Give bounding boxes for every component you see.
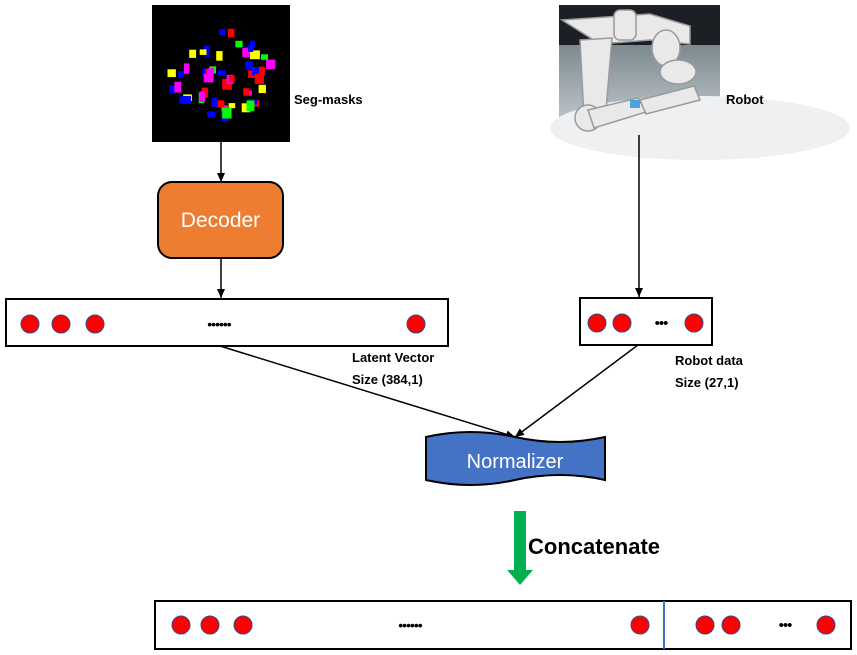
mask-blob — [254, 73, 264, 84]
concatenated-vector-box: •••••• ••• — [154, 600, 852, 650]
mask-blob — [228, 103, 236, 109]
concat-dot — [171, 615, 191, 635]
concat-dot — [233, 615, 253, 635]
mask-blob — [259, 66, 265, 76]
concat-ellipsis-latent: •••••• — [398, 617, 423, 633]
robot-image — [550, 5, 850, 160]
seg-masks-label: Seg-masks — [294, 92, 363, 107]
robot-data-box: ••• — [579, 297, 713, 346]
mask-blob — [169, 85, 176, 94]
decoder-block: Decoder — [157, 181, 284, 259]
robot-to-normalizer-arrow — [514, 344, 639, 438]
mask-blob — [243, 88, 250, 96]
mask-blob — [182, 96, 191, 104]
robot-data-label: Robot data — [675, 353, 744, 368]
mask-blob — [199, 49, 207, 55]
robot-dot — [587, 313, 607, 333]
mask-blob — [207, 68, 215, 75]
mask-blob — [183, 63, 190, 74]
latent-dot — [85, 314, 105, 334]
mask-blob — [178, 71, 184, 78]
robot-dot — [684, 313, 704, 333]
mask-blob — [174, 81, 182, 93]
seg-masks-image — [152, 5, 290, 142]
latent-dot — [406, 314, 426, 334]
robot-label: Robot — [726, 92, 764, 107]
concat-dot — [695, 615, 715, 635]
concat-dot — [200, 615, 220, 635]
robot-size-label: Size (27,1) — [675, 375, 739, 390]
concat-ellipsis-robot: ••• — [779, 617, 793, 634]
mask-blob — [245, 61, 253, 70]
mask-blob — [207, 111, 216, 118]
mask-blob — [260, 54, 268, 60]
mask-blob — [258, 84, 266, 94]
mask-blob — [216, 100, 225, 108]
mask-blob — [235, 40, 243, 48]
mask-blob — [241, 103, 251, 113]
mask-blob — [250, 50, 260, 60]
decoder-label: Decoder — [181, 209, 260, 232]
mask-blob — [189, 49, 197, 58]
latent-vector-box: •••••• — [5, 298, 449, 347]
robot-dot — [612, 313, 632, 333]
mask-blob — [222, 78, 232, 90]
latent-dot — [20, 314, 40, 334]
mask-blob — [203, 74, 214, 83]
mask-blob — [247, 46, 254, 52]
concatenate-arrow — [507, 511, 533, 585]
mask-blob — [179, 96, 186, 104]
latent-vector-label: Latent Vector — [352, 350, 434, 365]
mask-blob — [242, 48, 250, 58]
mask-blob — [249, 40, 255, 48]
mask-blob — [266, 59, 276, 70]
latent-dot — [51, 314, 71, 334]
mask-blob — [211, 97, 218, 107]
latent-size-label: Size (384,1) — [352, 372, 423, 387]
concat-dot — [630, 615, 650, 635]
mask-blob — [228, 75, 235, 83]
mask-blob — [252, 67, 262, 76]
concat-dot — [816, 615, 836, 635]
mask-blob — [217, 70, 226, 76]
robot-ellipsis: ••• — [655, 315, 669, 332]
normalizer-block: Normalizer — [425, 431, 606, 486]
mask-blob — [222, 107, 232, 119]
mask-blob — [227, 28, 235, 38]
mask-blob — [216, 51, 223, 61]
mask-blob — [167, 69, 176, 78]
latent-to-normalizer-arrow — [219, 345, 516, 439]
concatenate-label: Concatenate — [528, 534, 660, 559]
concat-dot — [721, 615, 741, 635]
mask-blob — [246, 100, 255, 112]
mask-blob — [219, 29, 225, 36]
normalizer-label: Normalizer — [467, 451, 564, 473]
mask-blob — [204, 45, 210, 57]
latent-ellipsis: •••••• — [207, 316, 232, 332]
mask-blob — [199, 91, 206, 102]
